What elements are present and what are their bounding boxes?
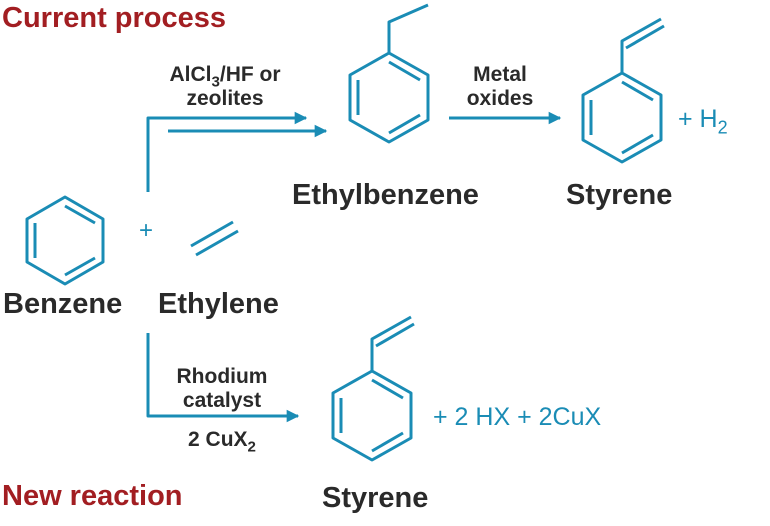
step1-line1: AlCl3/HF or: [169, 63, 281, 91]
styrene-structure-current: [581, 17, 665, 164]
step2-line1: Metal: [473, 63, 527, 86]
new-byproducts: + 2 HX + 2CuX: [433, 403, 602, 431]
oxidant-label: 2 CuX2: [188, 428, 256, 456]
step1-line2: zeolites: [186, 87, 264, 110]
ethylbenzene-structure: [348, 3, 430, 144]
new-reaction-title: New reaction: [2, 480, 183, 512]
styrene-label-current: Styrene: [566, 179, 673, 211]
benzene-structure: [25, 195, 105, 286]
catalyst-line1: Rhodium: [176, 365, 268, 388]
ethylbenzene-label: Ethylbenzene: [292, 179, 479, 211]
styrene-label-new: Styrene: [322, 482, 429, 514]
plus-sign: +: [139, 217, 154, 244]
ethylene-structure: [190, 220, 239, 257]
step1-conditions: AlCl3/HF or zeolites: [145, 63, 305, 111]
current-route-line: [146, 111, 308, 192]
catalyst-label: Rhodium catalyst: [152, 365, 292, 413]
styrene-structure-new: [331, 315, 415, 462]
benzene-label: Benzene: [3, 288, 123, 320]
current-process-title: Current process: [2, 2, 227, 34]
step2-line2: oxides: [466, 87, 534, 110]
catalyst-line2: catalyst: [182, 389, 262, 412]
ethylene-label: Ethylene: [158, 288, 279, 320]
hydrogen-byproduct: + H2: [678, 105, 728, 138]
step2-conditions: Metal oxides: [450, 63, 550, 111]
new-route-arrow: [146, 333, 300, 423]
